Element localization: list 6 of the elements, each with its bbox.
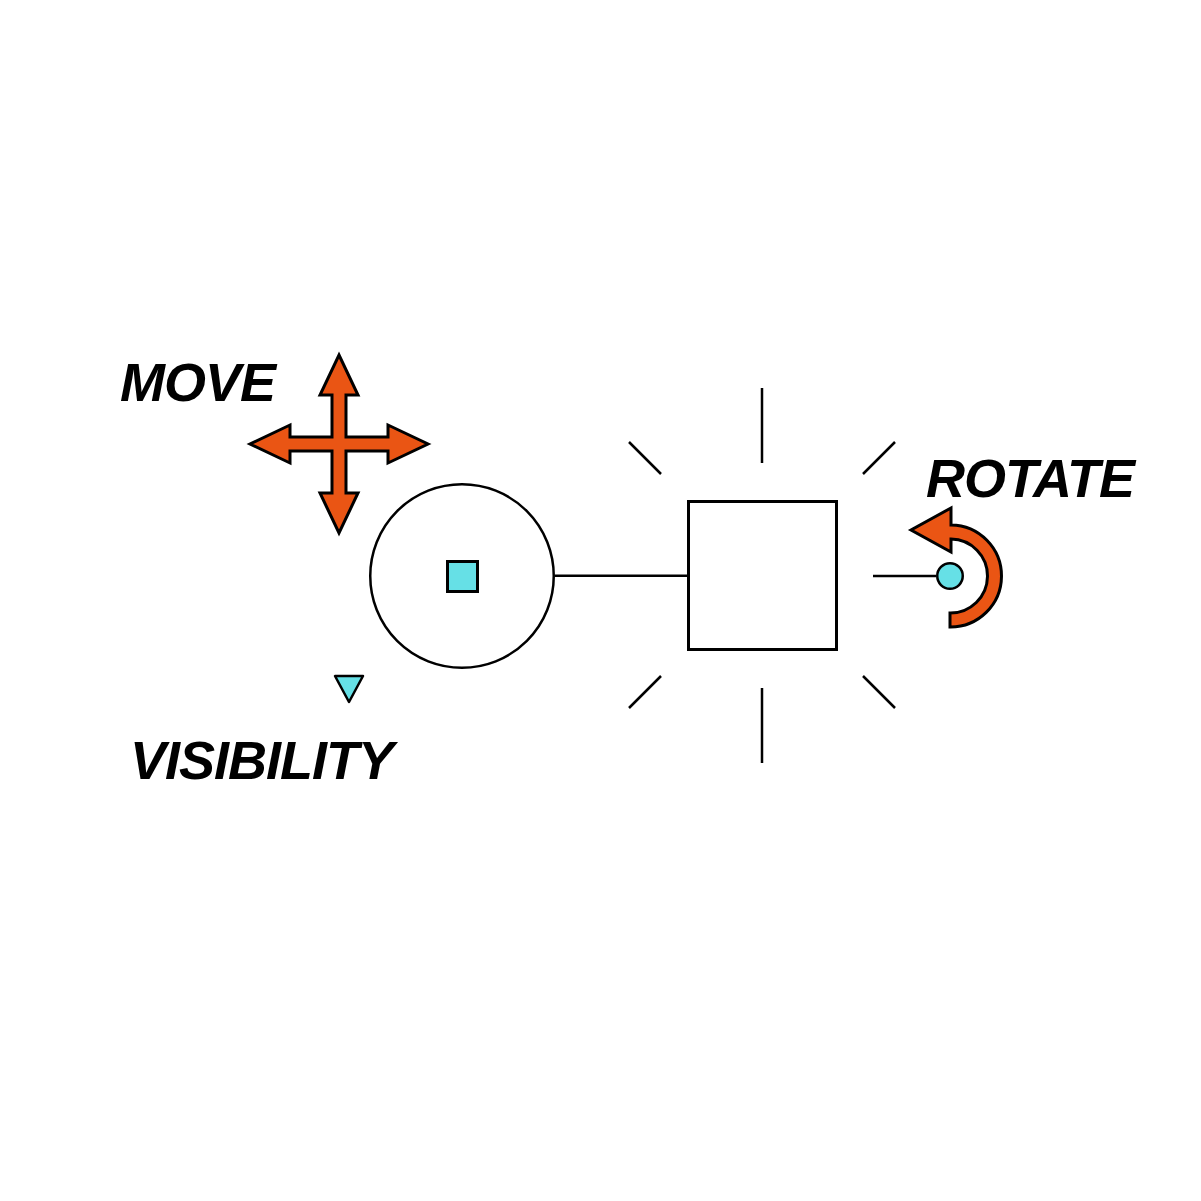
- square-node: [687, 500, 838, 651]
- connector-line: [555, 574, 687, 578]
- handle-dot: [936, 562, 964, 590]
- ring-node: [369, 483, 555, 669]
- connector-line: [873, 574, 936, 578]
- mode-label: MOVE: [120, 355, 276, 409]
